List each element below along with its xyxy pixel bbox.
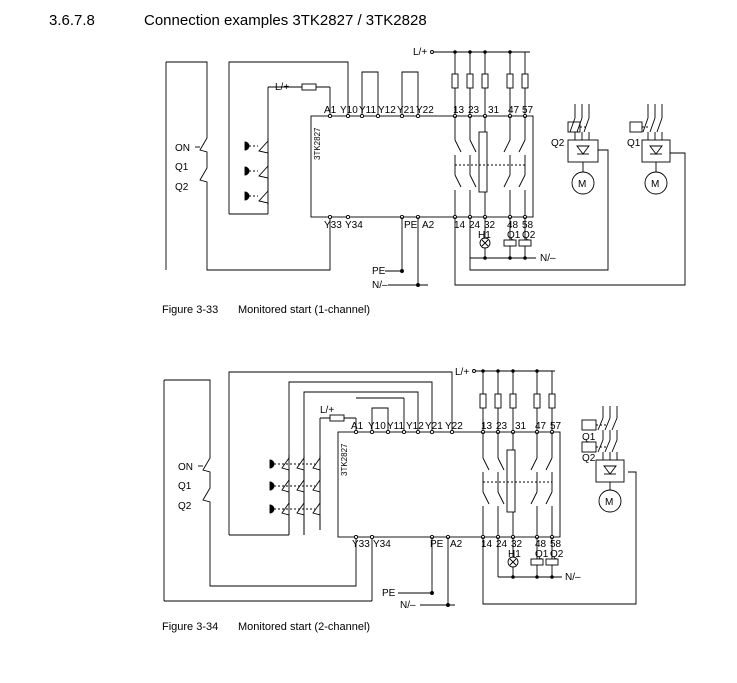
fig1-term-pe: PE [404,220,418,231]
fig2-term-24: 24 [496,539,508,550]
fig2-term-pe: PE [430,539,444,550]
fig1-n2-label: N/– [540,253,556,264]
fig2-n-label: N/– [400,600,416,611]
fig2-term-47: 47 [535,421,547,432]
fig1-bottom-terminals: Y33 Y34 PE A2 14 24 32 48 58 H1 Q1 Q2 PE… [324,220,556,291]
fig2-h1-label: H1 [508,549,521,560]
fig2-term-y33: Y33 [352,539,370,550]
fig2-contactor-q2-label: Q2 [582,453,596,464]
section-title: Connection examples 3TK2827 / 3TK2828 [144,12,427,29]
fig1-contactor-q1: Q1 M [627,104,671,195]
figure-2-caption: Figure 3-34 Monitored start (2-channel) [162,621,370,633]
fig2-term-y22: Y22 [445,421,463,432]
fig1-term-58: 58 [522,220,534,231]
fig1-pe-label: PE [372,266,386,277]
fig2-device-box [337,431,561,538]
fig2-term-a1: A1 [351,421,364,432]
fig2-lplus-label: L/+ [455,367,469,378]
fig1-term-32: 32 [484,220,496,231]
fig1-term-47: 47 [508,105,520,116]
fig1-lplus-label: L/+ [413,47,427,58]
fig1-motor-1-label: M [578,179,586,190]
fig1-internal-contacts [454,116,526,217]
fig1-term-14: 14 [454,220,466,231]
fig1-motor-1 [571,171,595,195]
fig1-term-y10: Y10 [340,105,358,116]
figure-1-caption-number: Figure 3-33 [162,304,219,316]
fig1-term-a1: A1 [324,105,337,116]
fig2-q2-label: Q2 [178,501,192,512]
fig2-term-y12: Y12 [406,421,424,432]
fig2-term-14: 14 [481,539,493,550]
fig2-n2-label: N/– [565,572,581,583]
fig2-q1-label: Q1 [178,481,192,492]
fig2-term-31: 31 [515,421,527,432]
fig2-internal-contacts [482,432,553,537]
fig2-contactors: Q1 Q2 M [581,406,625,513]
fig1-term-y33: Y33 [324,220,342,231]
figure-1-caption-text: Monitored start (1-channel) [238,304,371,316]
fig1-term-23: 23 [468,105,480,116]
fig2-on-label: ON [178,462,193,473]
fig2-term-13: 13 [481,421,493,432]
fig2-term-23: 23 [496,421,508,432]
fig1-q2b-label: Q2 [522,230,536,241]
fig2-term-32: 32 [511,539,523,550]
fig1-motor-2 [644,171,668,195]
fig2-term-57: 57 [550,421,562,432]
fig2-q1b-label: Q1 [535,549,549,560]
figure-1-diagram: 3TK2827 L/+ L/+ [165,47,686,291]
fig1-estop-buttons [229,138,269,215]
fig2-estop-buttons [229,455,321,536]
fig2-device-label: 3TK2827 [340,443,349,476]
fig1-motor-2-label: M [651,179,659,190]
fig2-term-48: 48 [535,539,547,550]
fig2-contactor-q1-label: Q1 [582,432,596,443]
fig1-term-57: 57 [522,105,534,116]
fig1-term-y22: Y22 [416,105,434,116]
fig1-term-13: 13 [453,105,465,116]
figure-2-caption-text: Monitored start (2-channel) [238,621,371,633]
fig1-device-box [310,115,534,218]
fig1-term-y12: Y12 [378,105,396,116]
figure-2-diagram: 3TK2827 L/+ L/+ [163,367,637,611]
fig1-q1b-label: Q1 [507,230,521,241]
fig1-term-24: 24 [469,220,481,231]
fig1-contactor-q2-label: Q2 [551,138,565,149]
fig1-top-terminals: A1 Y10 Y11 Y12 Y21 Y22 13 23 31 47 57 [324,105,534,116]
fig1-q2-label: Q2 [175,182,189,193]
fig2-lplus-small: L/+ [320,405,334,416]
fig1-contactor-q2: Q2 M [551,104,599,195]
figure-2-caption-number: Figure 3-34 [162,621,219,633]
fig2-term-y34: Y34 [373,539,391,550]
fig1-device-label: 3TK2827 [313,127,322,160]
fig1-term-y21: Y21 [397,105,415,116]
fig2-top-terminals: A1 Y10 Y11 Y12 Y21 Y22 13 23 31 47 57 [351,421,562,432]
fig2-term-y11: Y11 [387,421,404,432]
fig1-n-label: N/– [372,280,388,291]
fig2-term-y21: Y21 [425,421,443,432]
fig1-term-y11: Y11 [359,105,376,116]
fig2-motor [598,489,622,513]
fig1-term-48: 48 [507,220,519,231]
fig1-term-a2: A2 [422,220,435,231]
fig1-contactor-q1-label: Q1 [627,138,641,149]
fig1-q1-label: Q1 [175,162,189,173]
fig2-motor-label: M [605,497,613,508]
section-number: 3.6.7.8 [49,12,95,29]
fig2-q2b-label: Q2 [550,549,564,560]
fig1-lplus-small: L/+ [275,82,289,93]
fig1-term-31: 31 [488,105,500,116]
fig1-term-y34: Y34 [345,220,363,231]
fig2-term-58: 58 [550,539,562,550]
figure-1-caption: Figure 3-33 Monitored start (1-channel) [162,304,370,316]
fig2-bottom-terminals: Y33 Y34 PE A2 14 24 32 48 58 H1 Q1 Q2 PE… [352,539,581,611]
fig2-term-a2: A2 [450,539,463,550]
fig2-pe-label: PE [382,588,396,599]
fig2-term-y10: Y10 [368,421,386,432]
section-heading: 3.6.7.8 Connection examples 3TK2827 / 3T… [0,10,737,34]
fig1-on-label: ON [175,143,190,154]
